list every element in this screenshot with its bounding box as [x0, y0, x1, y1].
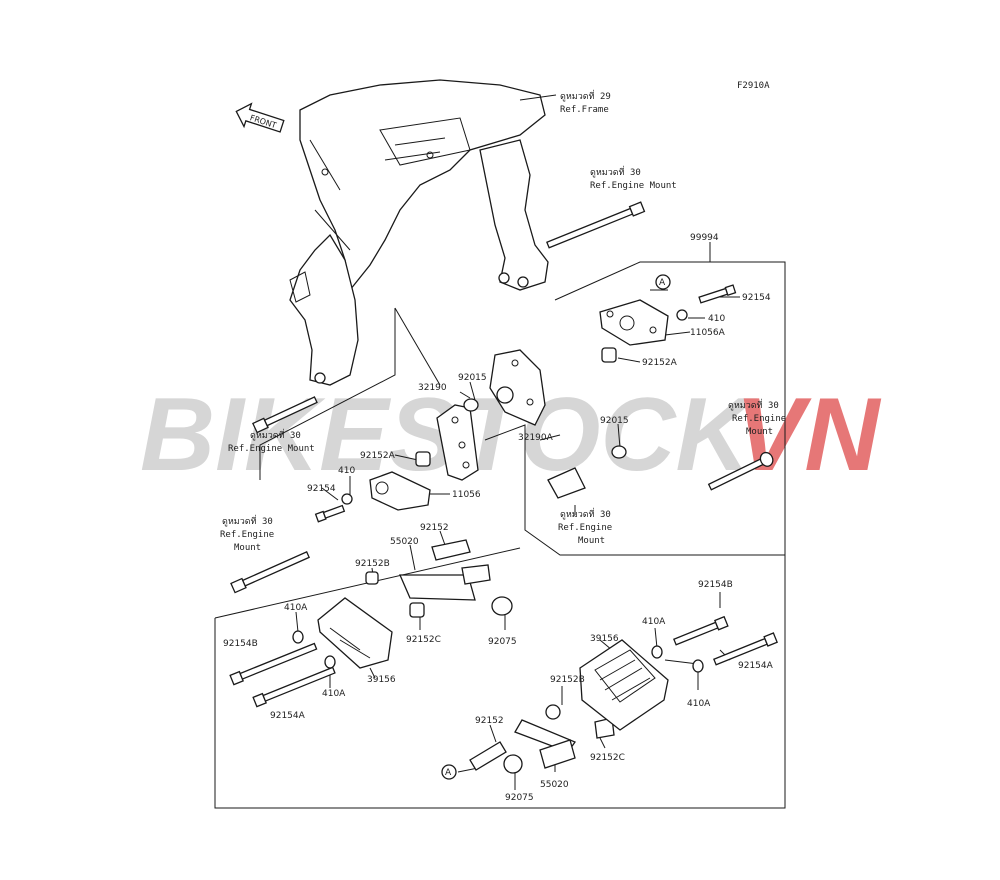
bracket-32190: [436, 404, 479, 481]
part-92015-b: 92015: [600, 416, 629, 426]
svg-text:ดูหมวดที่ 30: ดูหมวดที่ 30: [560, 507, 611, 520]
part-410-b: 410: [338, 466, 355, 476]
part-92154-b: 92154: [307, 484, 336, 494]
part-32190: 32190: [418, 383, 447, 393]
bolt-92154B-left: [229, 642, 318, 686]
part-92152-a: 92152: [420, 523, 449, 533]
bolt-left-upper: [252, 396, 318, 434]
part-410-a: 410: [708, 314, 725, 324]
figure-code: F2910A: [737, 81, 770, 91]
svg-text:Ref.Frame: Ref.Frame: [560, 105, 609, 115]
block-39156-left: [317, 597, 393, 669]
svg-text:ดูหมวดที่ 30: ดูหมวดที่ 30: [728, 398, 779, 411]
svg-text:Ref.Engine Mount: Ref.Engine Mount: [590, 181, 677, 191]
part-55020-a: 55020: [390, 537, 419, 547]
ref-frame-29: ดูหมวดที่ 29 Ref.Frame: [519, 89, 611, 115]
slider-blocks: [317, 597, 669, 731]
part-92152-b: 92152: [475, 716, 504, 726]
part-labels: 99994 92154 410 11056A 92152A 92015 3219…: [223, 233, 774, 803]
bolt-right-long: [707, 451, 774, 491]
svg-text:Mount: Mount: [234, 543, 261, 553]
svg-text:ดูหมวดที่ 30: ดูหมวดที่ 30: [222, 514, 273, 527]
ref-engine-30-top: ดูหมวดที่ 30 Ref.Engine Mount: [590, 165, 677, 191]
front-arrow-icon: FRONT: [235, 102, 285, 133]
svg-text:Ref.Engine: Ref.Engine: [558, 523, 612, 533]
part-92154B-b: 92154B: [223, 639, 258, 649]
brackets: [369, 299, 669, 753]
part-92152B-a: 92152B: [355, 559, 390, 569]
part-410A-b: 410A: [642, 617, 666, 627]
part-410A-c: 410A: [322, 689, 346, 699]
bolt-upper: [546, 201, 646, 249]
ref-engine-30-mid: ดูหมวดที่ 30 Ref.Engine Mount: [558, 507, 612, 546]
group-outlines: [214, 261, 786, 809]
plate-55020-left: [399, 574, 476, 601]
ref-engine-30-left: ดูหมวดที่ 30 Ref.Engine Mount: [228, 428, 315, 454]
part-92154A-a: 92154A: [270, 711, 306, 721]
frame-structure: [289, 79, 549, 386]
bracket-11056: [369, 471, 431, 511]
washers: [292, 309, 704, 673]
part-92152A-a: 92152A: [642, 358, 678, 368]
bolt-left-lower: [230, 551, 310, 594]
bracket-32190A: [489, 349, 546, 426]
part-11056: 11056: [452, 490, 481, 500]
callout-a: A A: [441, 274, 671, 780]
spacers: [365, 347, 627, 774]
part-99994: 99994: [690, 233, 719, 243]
part-92015-a: 92015: [458, 373, 487, 383]
svg-text:ดูหมวดที่ 30: ดูหมวดที่ 30: [250, 428, 301, 441]
callout-A1: A: [659, 278, 666, 288]
part-92154A-b: 92154A: [738, 661, 774, 671]
part-92075-b: 92075: [505, 793, 534, 803]
ref-engine-30-farleft: ดูหมวดที่ 30 Ref.Engine Mount: [220, 514, 274, 553]
svg-text:Ref.Engine: Ref.Engine: [732, 414, 786, 424]
bolts: [229, 201, 778, 708]
svg-text:ดูหมวดที่ 29: ดูหมวดที่ 29: [560, 89, 611, 102]
part-92154B-a: 92154B: [698, 580, 733, 590]
bolt-92154-left: [314, 504, 346, 523]
bolt-92154A-right: [713, 632, 778, 666]
part-92152B-b: 92152B: [550, 675, 585, 685]
part-55020-b: 55020: [540, 780, 569, 790]
part-410A-a: 410A: [284, 603, 308, 613]
part-39156-a: 39156: [367, 675, 396, 685]
svg-text:Mount: Mount: [578, 536, 605, 546]
svg-text:Mount: Mount: [746, 427, 773, 437]
svg-text:Ref.Engine Mount: Ref.Engine Mount: [228, 444, 315, 454]
bolt-92154A-left: [252, 666, 336, 708]
callout-A2: A: [445, 768, 452, 778]
block-39156-right: [579, 639, 669, 731]
part-92152A-b: 92152A: [360, 451, 396, 461]
svg-text:Ref.Engine: Ref.Engine: [220, 530, 274, 540]
part-92154-a: 92154: [742, 293, 771, 303]
part-92075-a: 92075: [488, 637, 517, 647]
part-92152C-a: 92152C: [406, 635, 441, 645]
bolt-92154-right: [698, 284, 737, 304]
ref-engine-30-right: ดูหมวดที่ 30 Ref.Engine Mount: [728, 398, 786, 437]
part-32190A: 32190A: [518, 433, 554, 443]
watermark-right-text: VN: [735, 377, 881, 493]
svg-text:ดูหมวดที่ 30: ดูหมวดที่ 30: [590, 165, 641, 178]
part-11056A: 11056A: [690, 328, 726, 338]
bolt-92154B-right: [673, 615, 729, 646]
part-410A-d: 410A: [687, 699, 711, 709]
leader-lines: [295, 242, 740, 790]
part-39156-b: 39156: [590, 634, 619, 644]
part-92152C-b: 92152C: [590, 753, 625, 763]
